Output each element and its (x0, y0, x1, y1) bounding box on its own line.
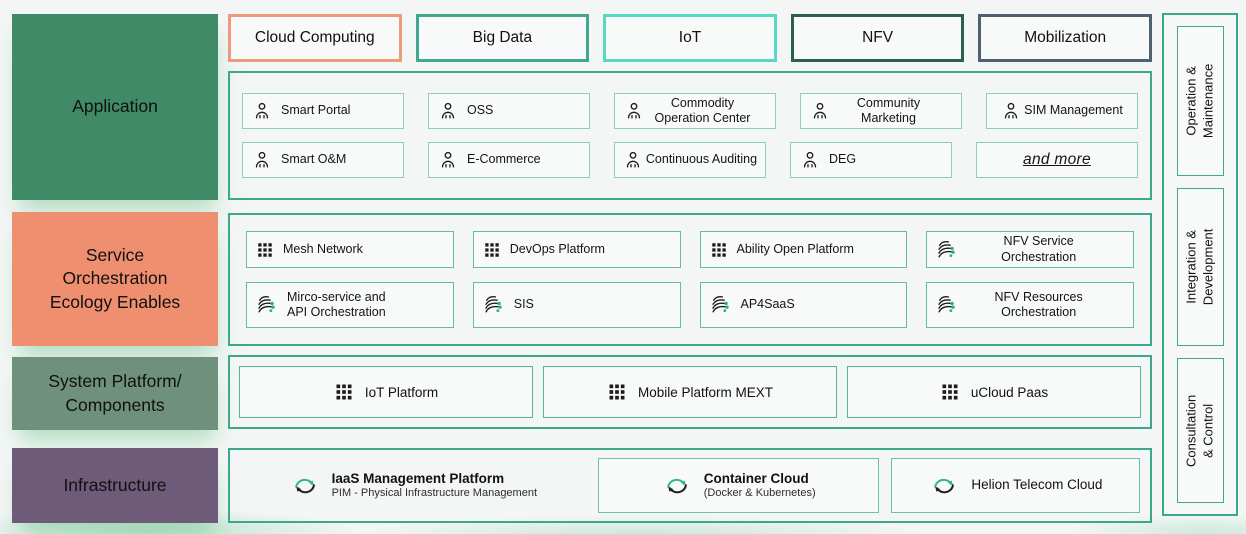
app-grid-icon (607, 382, 627, 402)
svc-item-ap4saas: AP4SaaS (699, 282, 908, 328)
svc-item-nfv-resources-orchestration: NFV Resources Orchestration (926, 282, 1134, 328)
svc-item-mesh-network: Mesh Network (246, 231, 454, 268)
item-label: uCloud Paas (970, 384, 1049, 400)
item-label: NFV Resources Orchestration (994, 289, 1083, 319)
application-container: Smart Portal OSS Commodity Operation Cen… (228, 71, 1152, 200)
app-item-smart-om: Smart O&M (242, 142, 404, 178)
layer-label-application: Application (12, 14, 218, 200)
item-label: Smart O&M (281, 152, 347, 167)
app-grid-icon (710, 241, 728, 259)
app-grid-icon (940, 382, 960, 402)
app-item-continuous-auditing: Continuous Auditing (614, 142, 766, 178)
item-label: Commodity Operation Center (654, 95, 751, 125)
infrastructure-container: IaaS Management Platform PIM - Physical … (228, 448, 1152, 523)
top-capability-chips: Cloud Computing Big Data IoT NFV Mobiliz… (228, 14, 1152, 62)
layer-label-service-orchestration: Service Orchestration Ecology Enables (12, 212, 218, 346)
item-label: DevOps Platform (509, 241, 605, 256)
infra-item-helion-telecom-cloud: Helion Telecom Cloud (890, 458, 1140, 513)
app-grid-icon (256, 241, 274, 259)
app-item-community-marketing: Community Marketing (800, 93, 962, 129)
person-icon (624, 101, 644, 121)
item-label: DEG (829, 152, 857, 167)
svc-item-microservice-api-orchestration: Mirco-service and API Orchestration (246, 282, 454, 328)
chip-big-data: Big Data (415, 14, 590, 62)
infra-item-subtitle: PIM - Physical Infrastructure Management (331, 487, 538, 499)
orchestration-icon (936, 294, 958, 316)
application-row-1: Smart Portal OSS Commodity Operation Cen… (242, 93, 1138, 129)
chip-iot: IoT (603, 14, 777, 62)
system-platform-container: IoT Platform Mobile Platform MEXT uCloud… (228, 355, 1152, 429)
chip-mobilization: Mobilization (978, 14, 1152, 62)
sys-item-iot-platform: IoT Platform (239, 366, 533, 418)
rail-item-operation-maintenance: Operation & Maintenance (1176, 26, 1224, 176)
app-grid-icon (483, 241, 501, 259)
item-label: Community Marketing (856, 95, 921, 125)
application-row-2: Smart O&M E-Commerce Continuous Auditing… (242, 142, 1138, 178)
item-label: Mesh Network (283, 241, 363, 256)
item-label: Mobile Platform MEXT (637, 384, 774, 400)
infra-item-title: IaaS Management Platform (331, 470, 505, 486)
cloud-sync-icon (289, 472, 321, 499)
orchestration-icon (710, 294, 732, 316)
rail-item-consultation-control: Consultation & Control (1176, 358, 1224, 503)
rail-item-label: Consultation & Control (1183, 394, 1215, 467)
person-icon (800, 150, 820, 170)
item-label: Continuous Auditing (645, 152, 758, 167)
right-rail: Operation & Maintenance Integration & De… (1162, 13, 1238, 516)
svc-item-nfv-service-orchestration: NFV Service Orchestration (926, 231, 1134, 268)
layer-label-system-platform: System Platform/ Components (12, 357, 218, 430)
svc-item-devops-platform: DevOps Platform (472, 231, 681, 268)
item-label: SIS (513, 297, 534, 312)
app-item-smart-portal: Smart Portal (242, 93, 404, 129)
person-icon (438, 150, 458, 170)
svc-item-ability-open-platform: Ability Open Platform (699, 231, 908, 268)
sys-item-mobile-platform-mext: Mobile Platform MEXT (543, 366, 837, 418)
rail-item-integration-development: Integration & Development (1176, 188, 1224, 346)
person-icon (810, 101, 830, 121)
item-label: NFV Service Orchestration (1001, 234, 1077, 264)
and-more-label: and more (1023, 150, 1091, 168)
layer-label-infrastructure: Infrastructure (12, 448, 218, 523)
item-label: Ability Open Platform (736, 241, 854, 256)
app-item-sim-management: SIM Management (986, 93, 1138, 129)
item-label: SIM Management (1024, 103, 1123, 118)
service-row-2: Mirco-service and API Orchestration SIS … (246, 282, 1134, 328)
rail-item-label: Integration & Development (1183, 228, 1216, 306)
item-label: OSS (467, 103, 494, 118)
service-orchestration-container: Mesh Network DevOps Platform Ability Ope… (228, 213, 1152, 346)
orchestration-icon (256, 294, 278, 316)
item-label: IoT Platform (364, 384, 439, 400)
person-icon (252, 150, 272, 170)
svc-item-sis: SIS (472, 282, 681, 328)
infra-item-title: Helion Telecom Cloud (971, 477, 1103, 493)
app-item-and-more: and more (976, 142, 1138, 178)
person-icon (623, 150, 643, 170)
cloud-sync-icon (661, 472, 693, 499)
sys-item-ucloud-paas: uCloud Paas (847, 366, 1141, 418)
person-icon (1001, 101, 1021, 121)
app-item-commodity-operation-center: Commodity Operation Center (614, 93, 776, 129)
chip-nfv: NFV (790, 14, 965, 62)
infra-item-iaas-management-platform: IaaS Management Platform PIM - Physical … (240, 458, 586, 513)
item-label: Mirco-service and API Orchestration (287, 289, 386, 319)
app-item-oss: OSS (428, 93, 590, 129)
infra-item-container-cloud: Container Cloud (Docker & Kubernetes) (597, 458, 879, 513)
app-item-deg: DEG (790, 142, 952, 178)
item-label: E-Commerce (467, 152, 541, 167)
item-label: Smart Portal (281, 103, 351, 118)
item-label: AP4SaaS (740, 297, 795, 312)
person-icon (252, 101, 272, 121)
orchestration-icon (936, 239, 958, 261)
infra-item-subtitle: (Docker & Kubernetes) (703, 487, 816, 499)
chip-cloud-computing: Cloud Computing (228, 14, 402, 62)
service-row-1: Mesh Network DevOps Platform Ability Ope… (246, 231, 1134, 268)
rail-item-label: Operation & Maintenance (1183, 63, 1216, 139)
person-icon (438, 101, 458, 121)
cloud-sync-icon (928, 472, 960, 499)
app-item-e-commerce: E-Commerce (428, 142, 590, 178)
orchestration-icon (483, 294, 505, 316)
app-grid-icon (334, 382, 354, 402)
infra-item-title: Container Cloud (703, 470, 809, 486)
